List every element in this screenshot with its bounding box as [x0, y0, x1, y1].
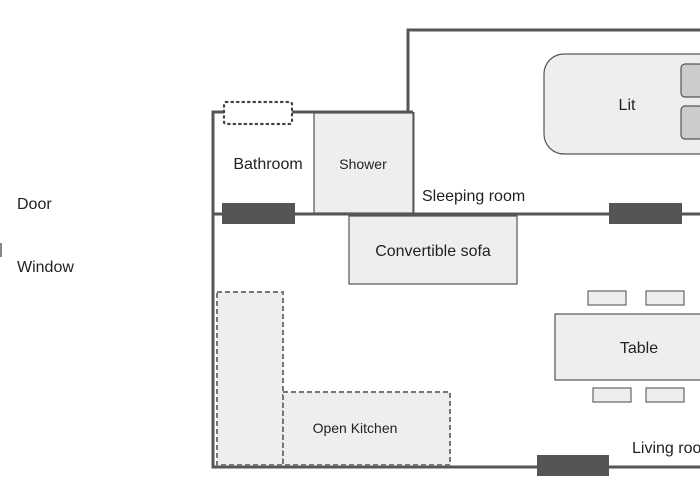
shower: Shower [313, 112, 414, 214]
chair-bottom-right [645, 387, 685, 403]
kitchen-counter-vertical [216, 291, 284, 466]
bed-pillow-top [680, 63, 700, 98]
kitchen-label: Open Kitchen [313, 420, 398, 436]
bathroom-label: Bathroom [233, 156, 302, 173]
bedroom-door [609, 203, 682, 224]
sleeping-room-label: Sleeping room [422, 188, 525, 205]
shower-label: Shower [339, 156, 387, 172]
entrance-door [537, 455, 609, 476]
bathroom-window [222, 100, 294, 126]
open-kitchen: Open Kitchen [216, 291, 451, 466]
bathroom-door [222, 203, 295, 224]
legend-window-label: Window [17, 259, 74, 276]
bed-label: Lit [619, 97, 636, 114]
chair-top-right [645, 290, 685, 306]
legend-window-edge [0, 243, 2, 257]
convertible-sofa: Convertible sofa [348, 215, 518, 285]
chair-top-left [587, 290, 627, 306]
sofa-label: Convertible sofa [375, 243, 491, 260]
dining-table: Table [554, 290, 700, 403]
bed: Lit [543, 53, 700, 155]
kitchen-counter-horizontal [282, 391, 451, 466]
living-room-label: Living roo [632, 440, 700, 457]
legend-door-label: Door [17, 196, 52, 213]
bed-pillow-bottom [680, 105, 700, 140]
table-label: Table [620, 340, 658, 357]
chair-bottom-left [592, 387, 632, 403]
